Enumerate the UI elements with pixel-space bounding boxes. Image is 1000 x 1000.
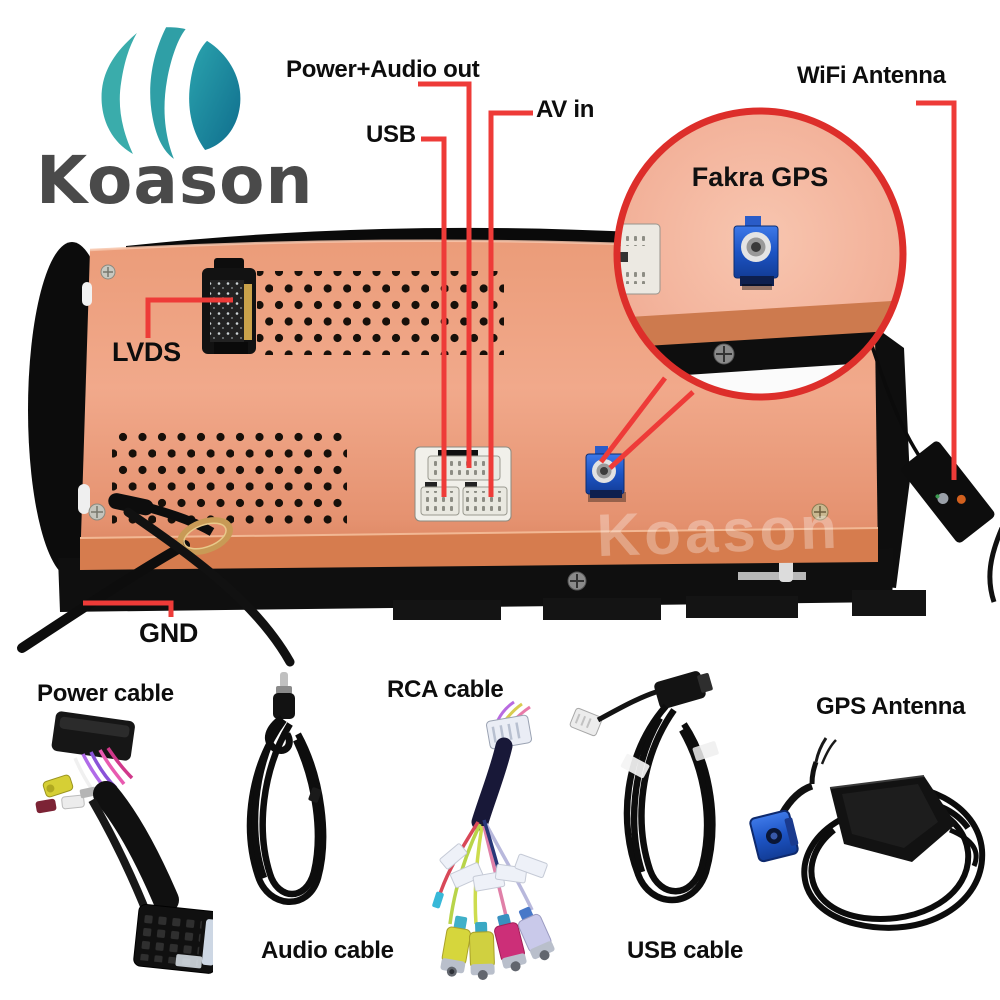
power-cable-thin-wire: [88, 797, 152, 918]
av-in-callout-line: [488, 110, 533, 497]
logo-leaf: [189, 40, 241, 151]
power-cable-sleeve: [93, 781, 179, 913]
usb-tape-wrap: [692, 741, 719, 761]
audio-cable-figure: [246, 672, 327, 905]
logo-mid-crescent: [150, 27, 186, 159]
callout-label-power-audio-out: Power+Audio out: [286, 56, 480, 83]
fakra-gps-label: Fakra GPS: [692, 162, 829, 192]
accessory-label-audio-cable: Audio cable: [261, 937, 394, 964]
rca-plug-yellow-1: [440, 915, 471, 977]
right-edge-cable: [987, 527, 1000, 603]
power-audio-out-callout-line: [418, 81, 472, 468]
gps-wire-ends: [809, 737, 837, 785]
accessory-label-usb-cable: USB cable: [627, 937, 744, 964]
accessory-label-gps-antenna: GPS Antenna: [816, 693, 966, 720]
usb-small-connector: [569, 707, 603, 737]
wifi-antenna: [901, 441, 995, 543]
usb-link-wire: [596, 689, 657, 723]
mount-tab: [852, 590, 926, 616]
screw: [88, 503, 106, 521]
screw: [567, 571, 587, 591]
callout-label-gnd: GND: [139, 618, 199, 648]
fakra-pointer-line-1: [599, 376, 667, 464]
lvds-connector: [202, 258, 256, 354]
usb-a-plug: [654, 671, 713, 709]
callout-label-wifi-antenna: WiFi Antenna: [797, 62, 946, 89]
mount-tab: [543, 598, 661, 620]
unit-watermark: Koason: [596, 494, 842, 569]
magnifier-ring: [613, 107, 907, 401]
gps-fakra-stub: [778, 782, 814, 816]
gps-puck: [829, 775, 979, 867]
screw: [100, 264, 116, 280]
mount-tab: [393, 600, 501, 620]
power-cable-figure: [35, 711, 213, 974]
rca-wire-tip: [432, 891, 444, 909]
callout-label-usb: USB: [366, 121, 416, 148]
usb-tape-wrap: [620, 754, 650, 779]
brand-logo-text: Koason: [36, 142, 314, 219]
mount-tab: [686, 596, 798, 618]
power-cable-quadlock-bottom: [133, 903, 213, 974]
accessory-label-rca-cable: RCA cable: [387, 676, 504, 703]
usb-cable-coil: [623, 703, 716, 904]
power-cable-quadlock-top: [51, 711, 135, 761]
usb-cable-figure: [569, 671, 719, 904]
wifi-antenna-callout-line: [916, 100, 957, 480]
rca-plug-lavender: [518, 906, 555, 961]
magnified-fakra-socket: [733, 216, 779, 290]
panel-bottom-fold: [80, 528, 878, 570]
panel-fold-highlight: [79, 527, 879, 539]
gnd-wire: [17, 493, 215, 653]
magnified-harness-connector: [617, 223, 661, 295]
callout-label-lvds: LVDS: [112, 337, 181, 367]
rca-sleeve: [471, 737, 513, 831]
rca-plug-magenta: [494, 913, 527, 972]
gnd-callout-line: [83, 600, 174, 617]
fakra-pointer-line-2: [608, 390, 695, 470]
fakra-gps-socket: [585, 446, 626, 502]
screw: [811, 503, 829, 521]
usb-callout-line: [421, 136, 447, 497]
gps-fakra-connector: [749, 809, 799, 863]
audio-cable-tie: [308, 787, 322, 803]
power-cable-plugs: [35, 774, 97, 814]
antenna-lead-cable: [123, 507, 295, 667]
vent-holes-top: [257, 271, 504, 355]
edge-bracket: [78, 484, 90, 514]
rca-wire-tags: [439, 843, 548, 892]
lvds-callout-line: [145, 297, 233, 338]
main-harness-connector: [414, 446, 512, 522]
brand-logo-icon: [101, 27, 241, 159]
audio-jack: [273, 672, 295, 719]
logo-left-crescent: [101, 33, 137, 154]
accessory-label-power-cable: Power cable: [37, 680, 174, 707]
callout-label-av-in: AV in: [536, 96, 595, 123]
rca-cable-figure: [432, 700, 555, 980]
edge-bracket: [82, 282, 92, 306]
gps-antenna-figure: [749, 737, 986, 931]
audio-cable-coil: [246, 715, 327, 905]
magnified-screw: [713, 343, 735, 365]
bar-clip: [738, 572, 806, 580]
callout-lines: [83, 81, 957, 617]
rca-plug-yellow-2: [468, 921, 495, 980]
